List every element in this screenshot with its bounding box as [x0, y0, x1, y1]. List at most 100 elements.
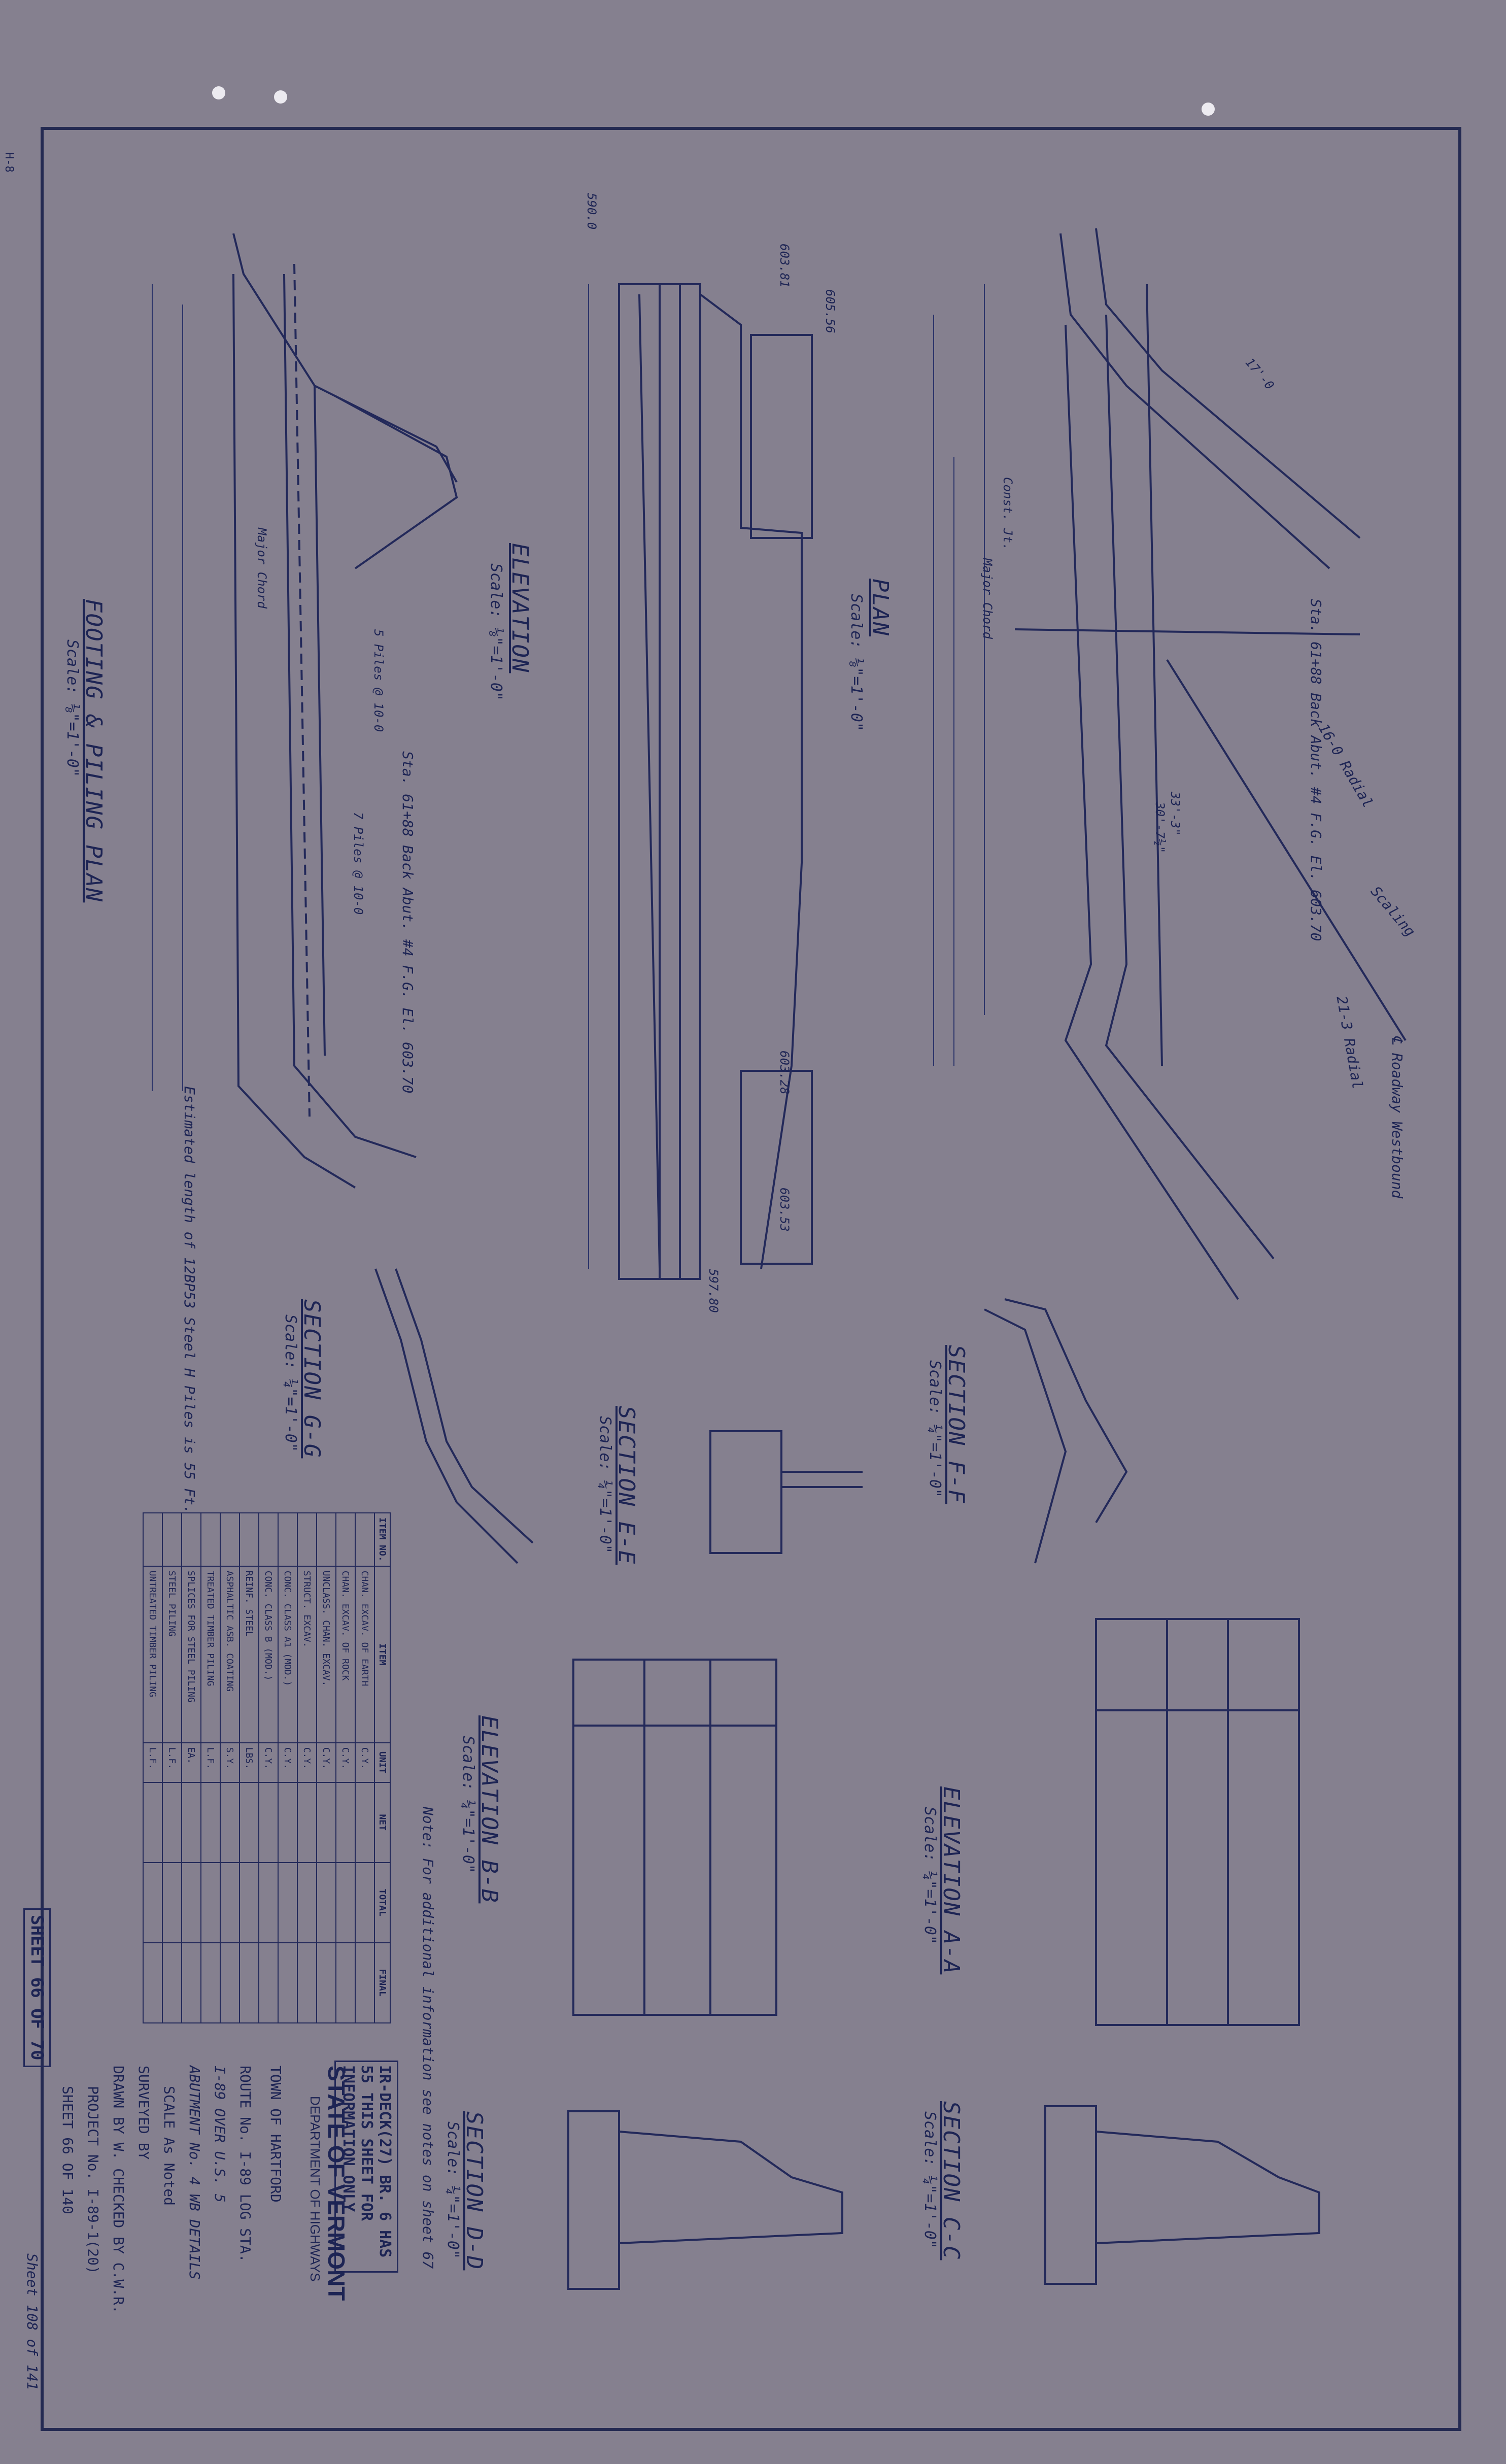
section-ee-scale: Scale: ¼"=1'-0" [596, 1416, 614, 1554]
dim-30-7: 30'-7½" [1153, 802, 1167, 854]
table-cell [297, 1862, 317, 1943]
footing-title: FOOTING & PILING PLAN [81, 599, 107, 903]
table-cell: TREATED TIMBER PILING [201, 1566, 220, 1743]
table-cell [143, 1862, 162, 1943]
col-final: FINAL [374, 1942, 390, 2023]
table-cell [239, 1862, 259, 1943]
table-cell [162, 1513, 182, 1566]
table-row: STRUCT. EXCAV.C.Y. [297, 1513, 317, 2023]
table-cell [355, 1862, 374, 1943]
table-cell [278, 1782, 297, 1863]
section-ff-scale: Scale: ¼"=1'-0" [926, 1360, 944, 1498]
table-cell [317, 1513, 336, 1566]
state-title: STATE OF VERMONT [323, 2066, 350, 2301]
table-cell [143, 1942, 162, 2023]
table-cell [259, 1862, 278, 1943]
major-chord-label: Major Chord [980, 558, 995, 639]
table-cell [278, 1513, 297, 1566]
table-cell: LBS. [239, 1742, 259, 1782]
table-cell [317, 1942, 336, 2023]
table-cell: L.F. [201, 1742, 220, 1782]
title-block: STATE OF VERMONT DEPARTMENT OF HIGHWAYS [307, 2066, 350, 2421]
table-cell: UNCLASS. CHAN. EXCAV. [317, 1566, 336, 1743]
table-cell [239, 1942, 259, 2023]
table-cell [336, 1862, 355, 1943]
table-cell: ASPHALTIC ASB. COATING [220, 1566, 239, 1743]
table-cell: CONC. CLASS B (MOD.) [259, 1566, 278, 1743]
tb-bridge: I-89 OVER U.S. 5 [212, 2066, 228, 2203]
table-cell [220, 1513, 239, 1566]
el-590-0: 590.0 [585, 193, 599, 230]
tb-project: PROJECT No. I-89-1(20) [85, 2086, 101, 2274]
table-cell: S.Y. [220, 1742, 239, 1782]
punch-hole [212, 86, 225, 99]
table-cell [355, 1942, 374, 2023]
table-cell [201, 1862, 220, 1943]
quantities-table: ITEM NO. ITEM UNIT NET TOTAL FINAL CHAN.… [143, 1512, 391, 2023]
table-cell [201, 1782, 220, 1863]
section-cc-scale: Scale: ¼"=1'-0" [921, 2111, 939, 2249]
sta-footing-note: Sta. 61+88 Back Abut. #4 F.G. El. 603.70 [399, 751, 416, 1094]
plan-scale: Scale: ⅛"=1'-0" [847, 594, 865, 731]
piles-note: 5 Piles @ 10-0 [371, 629, 386, 732]
col-total: TOTAL [374, 1862, 390, 1943]
table-cell [162, 1782, 182, 1863]
table-cell [297, 1513, 317, 1566]
table-cell: CONC. CLASS A1 (MOD.) [278, 1566, 297, 1743]
table-cell: C.Y. [355, 1742, 374, 1782]
table-cell [239, 1782, 259, 1863]
drawing-frame [41, 127, 1461, 2431]
tb-sheet-of: Sheet 108 of 141 [24, 2253, 41, 2390]
table-cell [182, 1942, 201, 2023]
table-cell: EA. [182, 1742, 201, 1782]
col-net: NET [374, 1782, 390, 1863]
table-cell [143, 1513, 162, 1566]
el-603-28: 603.28 [777, 1051, 792, 1095]
table-cell [259, 1782, 278, 1863]
elevation-bb-scale: Scale: ¼"=1'-0" [459, 1736, 477, 1873]
table-cell [182, 1862, 201, 1943]
el-603-81: 603.81 [777, 244, 792, 288]
table-cell: STEEL PILING [162, 1566, 182, 1743]
table-cell: REINF. STEEL [239, 1566, 259, 1743]
table-cell: C.Y. [278, 1742, 297, 1782]
elevation-scale: Scale: ⅛"=1'-0" [487, 563, 505, 701]
table-cell [278, 1862, 297, 1943]
table-cell [336, 1782, 355, 1863]
el-603-53: 603.53 [777, 1188, 792, 1232]
table-row: UNCLASS. CHAN. EXCAV.C.Y. [317, 1513, 336, 2023]
table-cell: C.Y. [259, 1742, 278, 1782]
table-cell: L.F. [162, 1742, 182, 1782]
table-cell [336, 1942, 355, 2023]
const-jt-label: Const. Jt. [1001, 477, 1015, 551]
table-cell [317, 1862, 336, 1943]
table-cell [182, 1782, 201, 1863]
sta-plan-note: Sta. 61+88 Back Abut. #4 F.G. El. 603.70 [1308, 599, 1324, 941]
section-dd-scale: Scale: ¼"=1'-0" [444, 2121, 462, 2259]
table-cell [143, 1782, 162, 1863]
table-cell [162, 1862, 182, 1943]
tb-drawn: DRAWN BY W. CHECKED BY C.W.R. [110, 2066, 127, 2314]
table-cell: C.Y. [336, 1742, 355, 1782]
section-ee-title: SECTION E-E [613, 1406, 639, 1565]
table-cell [220, 1782, 239, 1863]
section-gg-scale: Scale: ¼"=1'-0" [282, 1314, 299, 1452]
punch-hole [1202, 103, 1215, 116]
piles-note-2: 7 Piles @ 10-0 [351, 812, 365, 915]
table-cell [220, 1942, 239, 2023]
elevation-title: ELEVATION [507, 543, 533, 673]
el-597-80: 597.80 [706, 1269, 721, 1313]
table-cell: SPLICES FOR STEEL PILING [182, 1566, 201, 1743]
table-cell [336, 1513, 355, 1566]
table-cell: C.Y. [297, 1742, 317, 1782]
table-cell [220, 1862, 239, 1943]
section-dd-title: SECTION D-D [461, 2111, 487, 2271]
sheet-stamp: SHEET 66 OF 70 [23, 1908, 51, 2067]
